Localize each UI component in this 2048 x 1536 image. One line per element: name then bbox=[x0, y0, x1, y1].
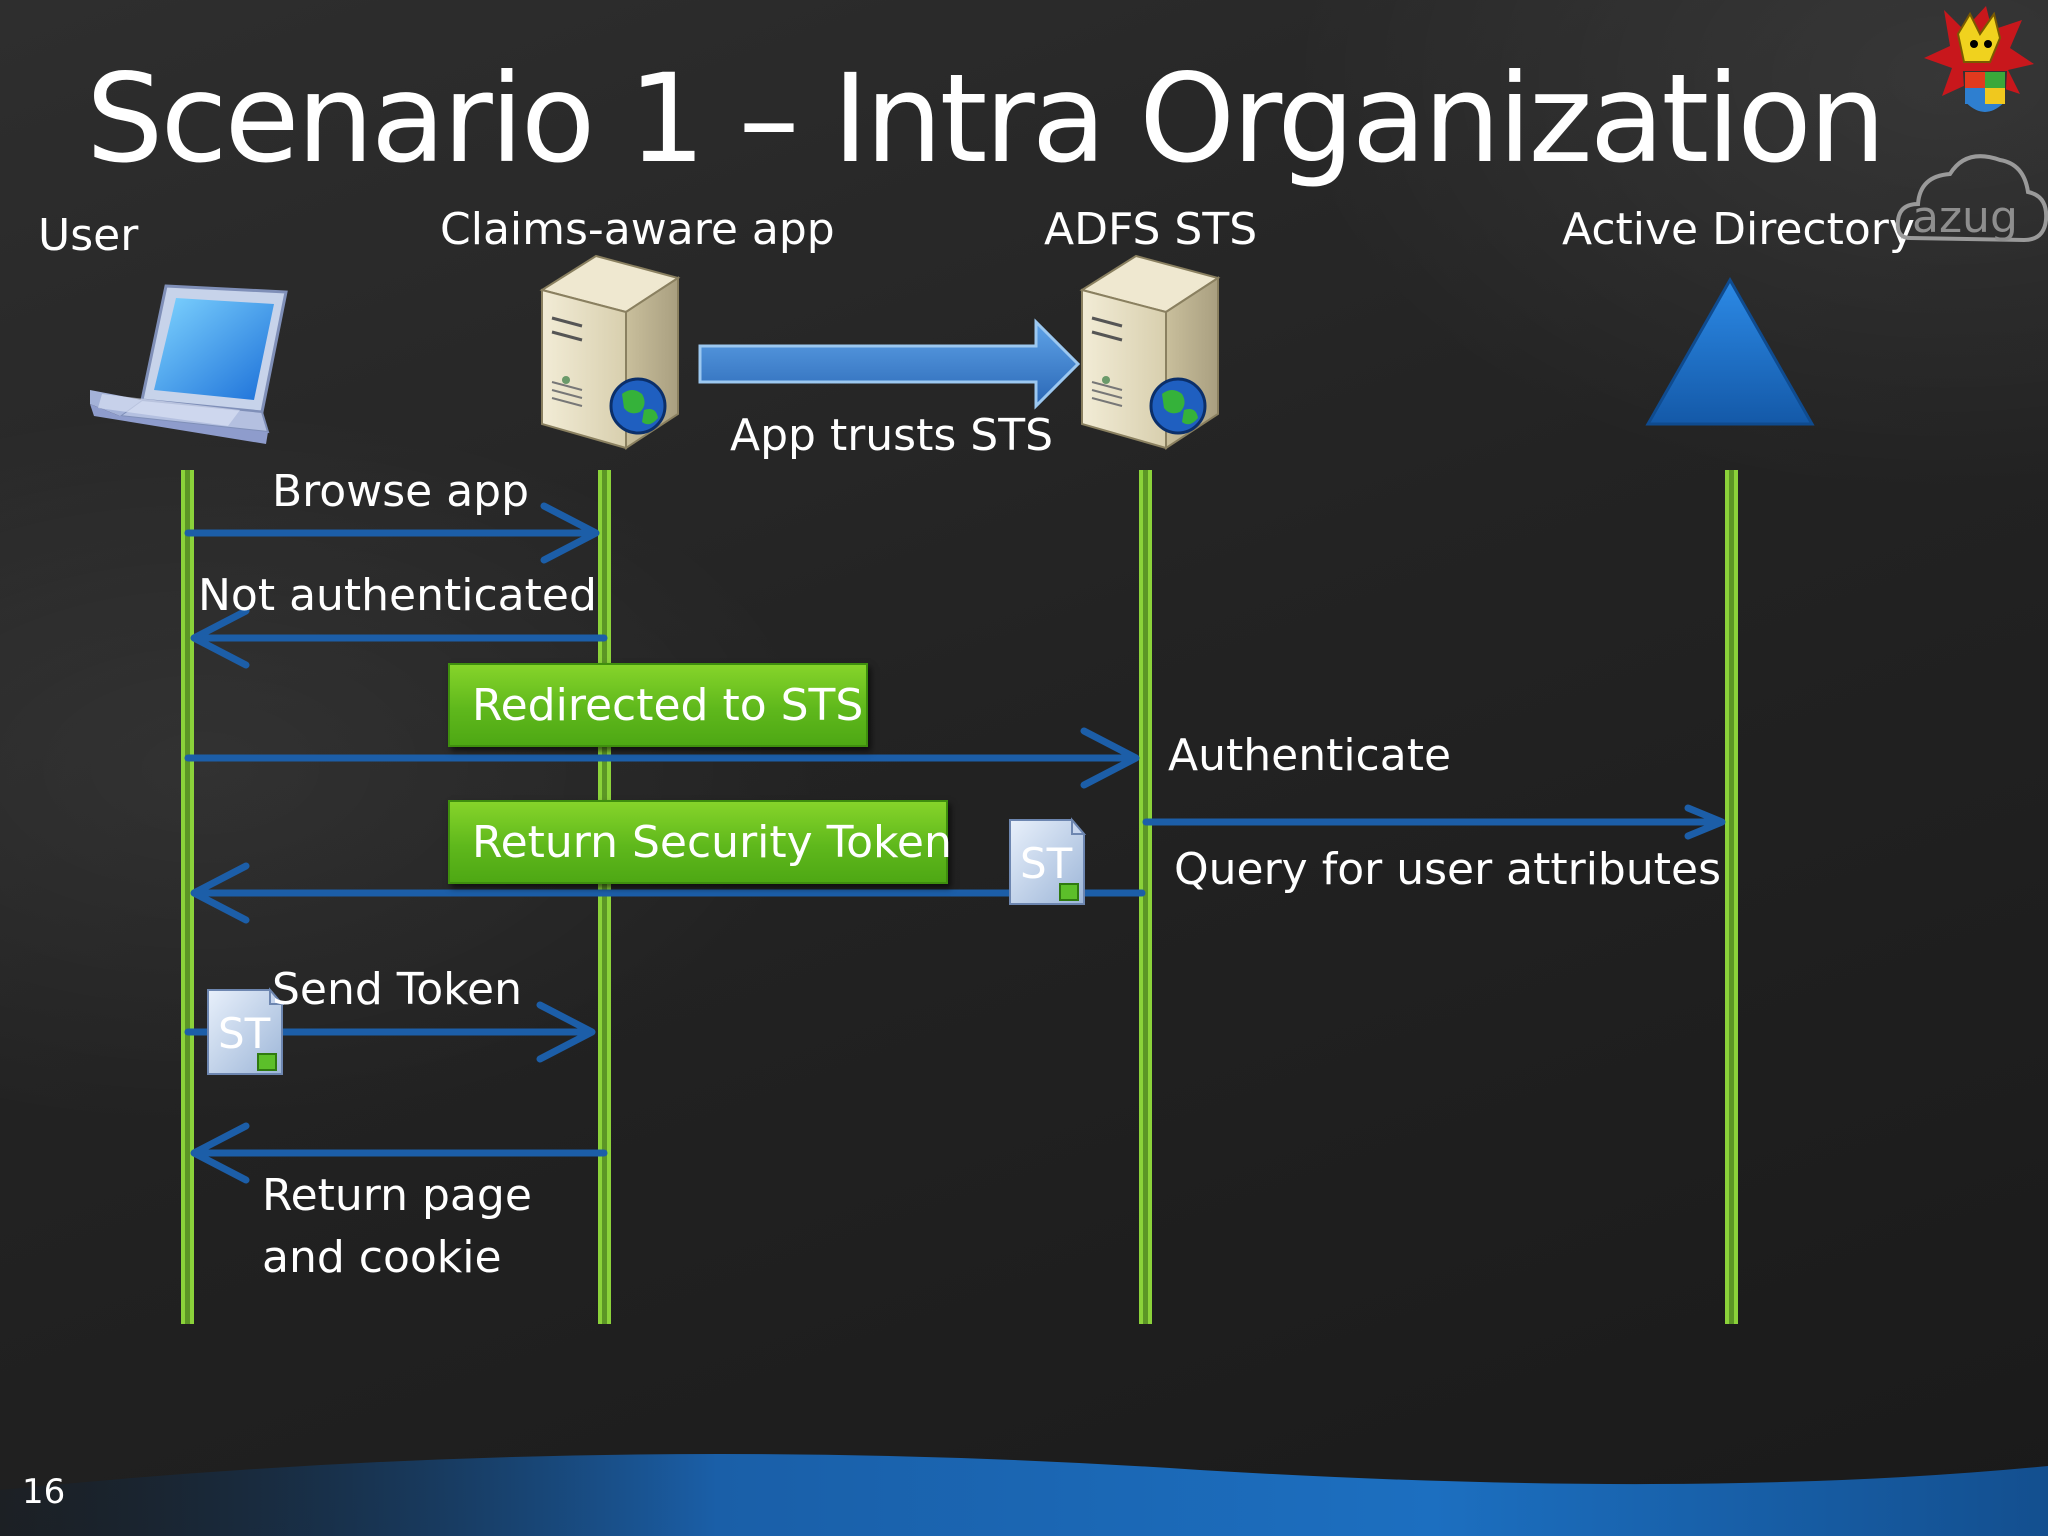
column-label-sts: ADFS STS bbox=[1044, 204, 1258, 255]
footer-swoosh bbox=[0, 1454, 2048, 1536]
wolf-crest-logo-icon bbox=[1924, 6, 2034, 114]
label-query-user-attributes: Query for user attributes bbox=[1174, 844, 1721, 895]
return-security-token-label: Return Security Token bbox=[472, 816, 952, 868]
redirected-to-sts-box: Redirected to STS bbox=[448, 663, 868, 747]
arrow-return-page bbox=[190, 1122, 608, 1184]
trust-arrow bbox=[698, 318, 1081, 410]
lifeline-sts bbox=[1139, 470, 1152, 1324]
arrow-not-authenticated bbox=[190, 607, 608, 669]
page-number: 16 bbox=[22, 1472, 66, 1512]
redirected-to-sts-label: Redirected to STS bbox=[472, 679, 864, 731]
arrow-browse-app bbox=[184, 502, 600, 564]
azug-logo-text: azug bbox=[1912, 192, 2018, 243]
lifeline-ad bbox=[1725, 470, 1738, 1324]
lifeline-user bbox=[181, 470, 194, 1324]
server-icon-sts bbox=[1079, 254, 1221, 450]
token-label: ST bbox=[218, 1009, 271, 1058]
label-not-authenticated: Not authenticated bbox=[198, 570, 597, 621]
column-label-user: User bbox=[38, 210, 139, 261]
security-token-document-icon: ST bbox=[207, 987, 285, 1075]
globe-icon bbox=[609, 377, 667, 435]
security-token-document-icon: ST bbox=[1009, 817, 1087, 905]
globe-icon bbox=[1149, 377, 1207, 435]
column-label-app: Claims-aware app bbox=[440, 204, 835, 255]
column-label-ad: Active Directory bbox=[1562, 204, 1915, 255]
label-authenticate: Authenticate bbox=[1168, 730, 1452, 781]
arrow-return-security-token bbox=[190, 862, 1146, 924]
azug-cloud-logo-icon: azug bbox=[1895, 154, 2048, 243]
label-return-page: Return page bbox=[262, 1170, 532, 1221]
return-security-token-box: Return Security Token bbox=[448, 800, 952, 884]
arrow-query-ad bbox=[1142, 804, 1726, 840]
slide-title: Scenario 1 – Intra Organization bbox=[86, 48, 1886, 190]
label-app-trusts-sts: App trusts STS bbox=[730, 410, 1053, 461]
token-label: ST bbox=[1020, 839, 1073, 888]
active-directory-triangle-icon bbox=[1645, 276, 1815, 426]
arrow-redirected-to-sts bbox=[184, 727, 1140, 789]
label-browse-app: Browse app bbox=[272, 466, 530, 517]
label-and-cookie: and cookie bbox=[262, 1232, 502, 1283]
laptop-icon bbox=[90, 284, 288, 444]
lifeline-app bbox=[598, 470, 611, 1324]
label-send-token: Send Token bbox=[272, 964, 522, 1015]
server-icon-app bbox=[539, 254, 681, 450]
